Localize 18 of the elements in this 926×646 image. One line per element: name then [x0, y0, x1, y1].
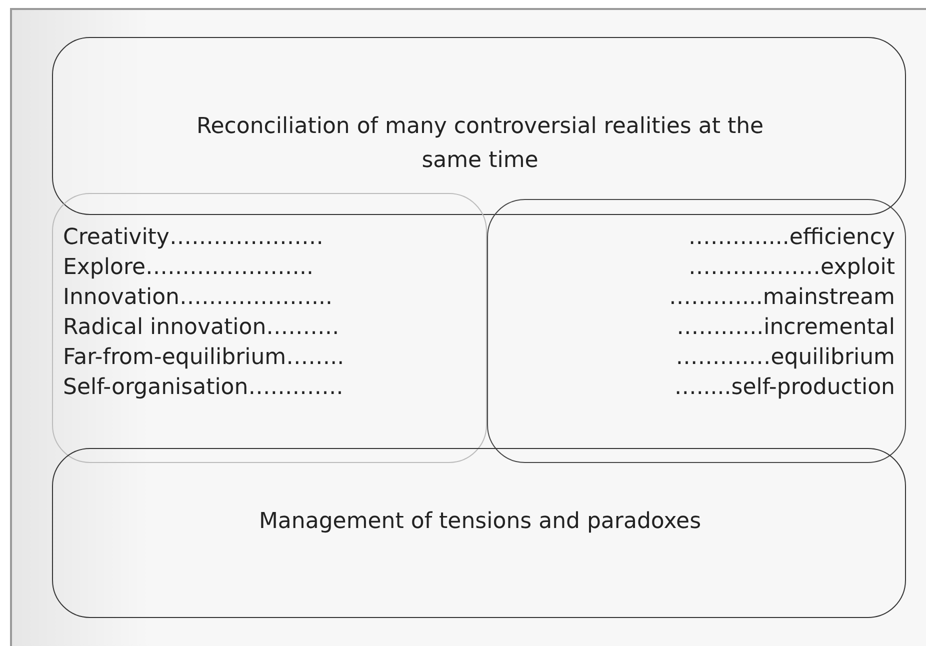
rounded-box — [52, 193, 487, 463]
list-item-text: Innovation………………... — [63, 284, 334, 312]
list-item-text: Radical innovation………. — [63, 314, 340, 342]
rounded-box — [52, 37, 906, 215]
list-item-text: Explore………………….. — [63, 254, 315, 282]
list-item-text: Creativity………………… — [63, 224, 324, 252]
list-item-text: ………………exploit — [688, 254, 895, 282]
list-item-text: ….....self-production — [673, 374, 895, 402]
rounded-box — [52, 448, 906, 618]
list-item-text: …….…..incremental — [676, 314, 895, 342]
list-item-text: …….…...mainstream — [668, 284, 895, 312]
rounded-box — [487, 199, 906, 463]
list-item-text: Self-organisation…………. — [63, 374, 344, 402]
list-item-text: ……….…equilibrium — [674, 344, 895, 372]
box-title: Reconciliation of many controversial realities at the same time — [195, 113, 765, 175]
box-title: Management of tensions and paradoxes — [258, 508, 702, 536]
list-item-text: ……….....efficiency — [687, 224, 895, 252]
list-item-text: Far-from-equilibrium…….. — [63, 344, 346, 372]
